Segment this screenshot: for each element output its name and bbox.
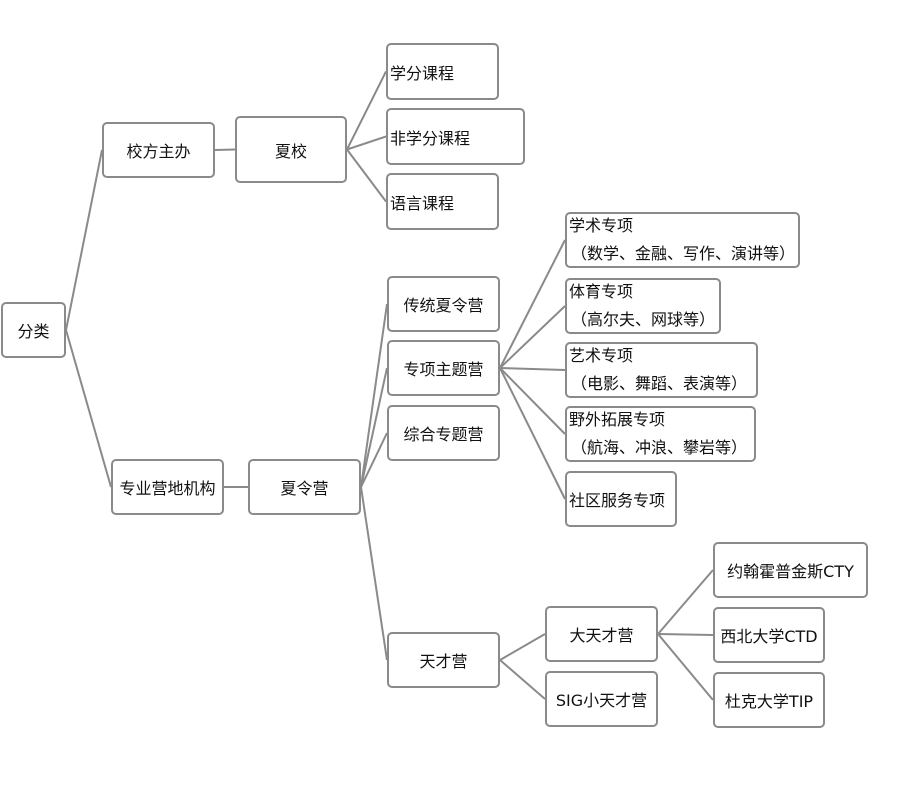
node-label: 夏令营 <box>280 479 329 498</box>
node-comprehensive-camp: 综合专题营 <box>387 405 500 461</box>
node-academic: 学术专项 （数学、金融、写作、演讲等） <box>565 212 800 268</box>
connector-line <box>360 432 388 488</box>
node-school-hosted: 校方主办 <box>102 122 215 178</box>
node-label: 校方主办 <box>126 142 191 161</box>
node-big-gifted: 大天才营 <box>545 606 658 662</box>
node-outdoor: 野外拓展专项 （航海、冲浪、攀岩等） <box>565 406 756 462</box>
connector-line <box>346 71 387 150</box>
connector-line <box>499 305 566 369</box>
node-sublabel: （航海、冲浪、攀岩等） <box>571 438 748 457</box>
node-label: 传统夏令营 <box>403 296 484 315</box>
node-label: 学术专项 <box>569 216 634 235</box>
node-label: 艺术专项 <box>569 346 634 365</box>
node-tip: 杜克大学TIP <box>713 672 825 728</box>
node-label: 野外拓展专项 <box>569 410 666 429</box>
connector-line <box>499 633 546 661</box>
connector-line <box>214 148 236 151</box>
node-sig-gifted: SIG小天才营 <box>545 671 658 727</box>
node-sublabel: （数学、金融、写作、演讲等） <box>571 244 796 263</box>
connector-line <box>499 367 566 435</box>
node-gifted-camp: 天才营 <box>387 632 500 688</box>
connector-line <box>499 367 566 371</box>
node-label: 分类 <box>17 322 50 341</box>
connector-line <box>499 659 546 700</box>
connector-line <box>657 633 714 636</box>
node-label: SIG小天才营 <box>555 691 648 710</box>
node-sublabel: （电影、舞蹈、表演等） <box>571 374 748 393</box>
node-summer-school: 夏校 <box>235 116 347 183</box>
node-label: 综合专题营 <box>403 425 484 444</box>
node-language-course: 语言课程 <box>386 173 499 230</box>
node-sports: 体育专项 （高尔夫、网球等） <box>565 278 721 334</box>
connector-line <box>657 633 714 701</box>
node-label: 非学分课程 <box>390 128 471 148</box>
connector-line <box>657 569 714 635</box>
node-label: 大天才营 <box>569 626 634 645</box>
connector-line <box>346 135 387 151</box>
connector-line <box>360 367 388 488</box>
node-credit-course: 学分课程 <box>386 43 499 100</box>
node-label: 杜克大学TIP <box>724 692 814 711</box>
connector-line <box>360 303 388 488</box>
node-sublabel: （高尔夫、网球等） <box>571 310 716 329</box>
node-themed-camp: 专项主题营 <box>387 340 500 396</box>
connector-line <box>360 486 388 661</box>
node-label: 天才营 <box>419 652 468 671</box>
node-label: 语言课程 <box>390 193 455 213</box>
node-label: 夏校 <box>274 141 307 161</box>
node-label: 约翰霍普金斯CTY <box>727 562 854 581</box>
connector-line <box>65 329 112 488</box>
node-label: 社区服务专项 <box>569 491 666 510</box>
node-label: 专项主题营 <box>403 360 484 379</box>
node-label: 学分课程 <box>390 63 455 83</box>
node-label: 专业营地机构 <box>119 479 216 498</box>
node-label: 西北大学CTD <box>720 627 818 646</box>
node-cty: 约翰霍普金斯CTY <box>713 542 868 598</box>
node-summer-camp: 夏令营 <box>248 459 361 515</box>
connector-line <box>499 367 566 500</box>
node-noncredit-course: 非学分课程 <box>386 108 525 165</box>
node-label: 体育专项 <box>569 282 634 301</box>
node-root: 分类 <box>1 302 66 358</box>
node-community: 社区服务专项 <box>565 471 677 527</box>
node-ctd: 西北大学CTD <box>713 607 825 663</box>
connector-line <box>346 148 387 203</box>
connector-line <box>499 239 566 369</box>
node-camp-org: 专业营地机构 <box>111 459 224 515</box>
connector-line <box>65 149 103 331</box>
node-arts: 艺术专项 （电影、舞蹈、表演等） <box>565 342 758 398</box>
node-traditional-camp: 传统夏令营 <box>387 276 500 332</box>
